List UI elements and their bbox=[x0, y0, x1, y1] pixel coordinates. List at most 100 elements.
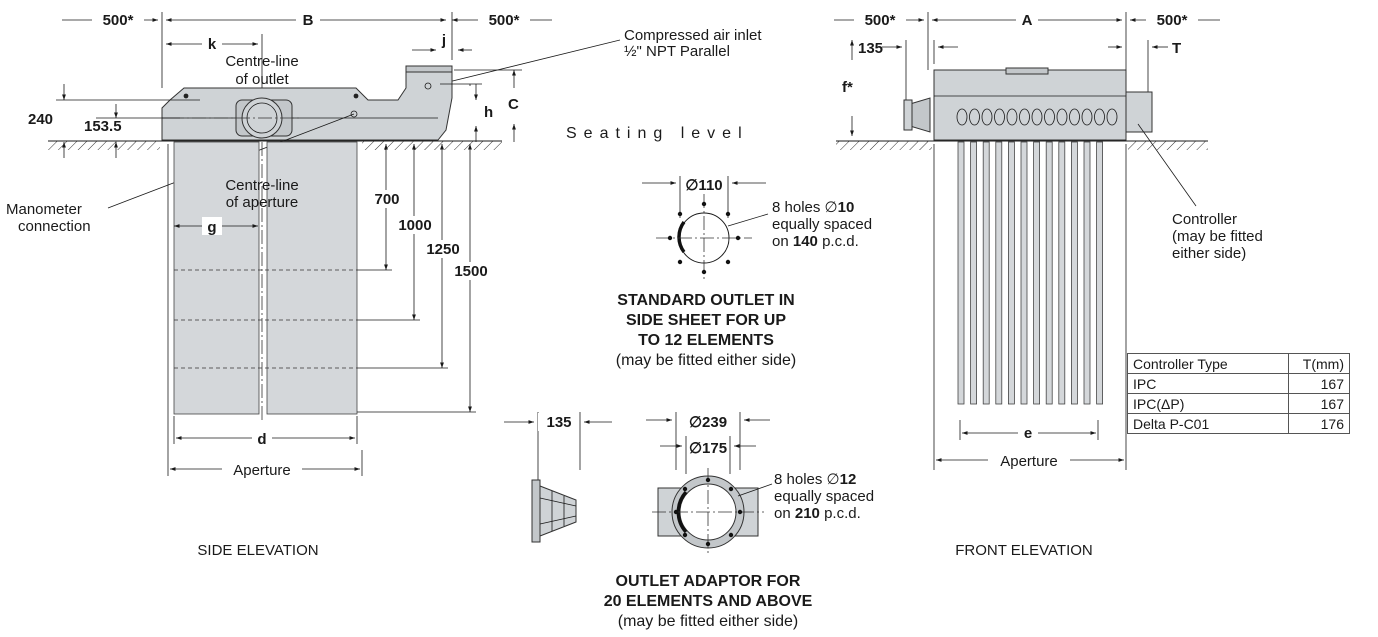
front-elevation-title: FRONT ELEVATION bbox=[955, 542, 1093, 559]
label-controller-1: Controller bbox=[1172, 211, 1237, 228]
dim-500-right: 500* bbox=[489, 12, 520, 29]
dim-dia-239: ∅239 bbox=[689, 414, 727, 431]
table-cell-t: 176 bbox=[1288, 413, 1350, 434]
dim-1500: 1500 bbox=[454, 263, 487, 280]
label-aperture-front: Aperture bbox=[1000, 453, 1058, 470]
heating-element-tube bbox=[1096, 141, 1103, 405]
side-elevation: 500* B 500* k Centre-line of outlet j Co… bbox=[6, 11, 762, 559]
table-cell-t: 167 bbox=[1288, 373, 1350, 394]
table-header-t: T(mm) bbox=[1288, 353, 1350, 374]
heating-element-tube bbox=[1083, 141, 1091, 405]
heating-element-tube bbox=[995, 141, 1003, 405]
adaptor-pcd-label: on 210 p.c.d. bbox=[774, 505, 861, 522]
heating-element-tube bbox=[1033, 141, 1040, 405]
table-row: Delta P-C01 176 bbox=[1127, 413, 1350, 434]
heating-element-tubes bbox=[957, 141, 1103, 405]
element-coil bbox=[1106, 108, 1118, 126]
table-cell-type: IPC(ΔP) bbox=[1127, 393, 1289, 414]
element-coil bbox=[969, 108, 980, 126]
standard-outlet: ∅110 8 holes ∅10 equally spaced on 140 p… bbox=[616, 176, 872, 369]
dim-k: k bbox=[208, 36, 217, 53]
adaptor-title-2: 20 ELEMENTS AND ABOVE bbox=[604, 593, 813, 610]
element-coil bbox=[1031, 108, 1043, 126]
dim-front-500-right: 500* bbox=[1157, 12, 1188, 29]
dim-153-5: 153.5 bbox=[84, 118, 122, 135]
table-cell-type: Delta P-C01 bbox=[1127, 413, 1289, 434]
table-cell-t: 167 bbox=[1288, 393, 1350, 414]
label-aperture-side: Aperture bbox=[233, 462, 291, 479]
element-coil bbox=[1081, 108, 1093, 126]
element-coil bbox=[1094, 108, 1105, 126]
controller-type-table: Controller Type T(mm) IPC 167 IPC(ΔP) 16… bbox=[1127, 353, 1350, 434]
element-coil bbox=[981, 108, 993, 126]
std-spacing-label: equally spaced bbox=[772, 216, 872, 233]
heating-element-tube bbox=[982, 141, 990, 405]
std-title-3: TO 12 ELEMENTS bbox=[638, 332, 774, 349]
table-row: IPC 167 bbox=[1127, 373, 1350, 394]
element-coil bbox=[1056, 108, 1068, 126]
dim-1250: 1250 bbox=[426, 241, 459, 258]
std-title-2: SIDE SHEET FOR UP bbox=[626, 312, 786, 329]
label-controller-3: either side) bbox=[1172, 245, 1246, 262]
label-centreline-outlet-1: Centre-line bbox=[225, 53, 298, 70]
label-centreline-aperture-1: Centre-line bbox=[225, 177, 298, 194]
dim-B: B bbox=[303, 12, 314, 29]
dim-j: j bbox=[441, 32, 446, 49]
dim-700: 700 bbox=[374, 191, 399, 208]
element-coil bbox=[1044, 108, 1055, 126]
dim-h: h bbox=[484, 104, 493, 121]
element-coil bbox=[1019, 108, 1030, 126]
element-coil bbox=[956, 108, 968, 126]
std-pcd-label: on 140 p.c.d. bbox=[772, 233, 859, 250]
adaptor-holes-label: 8 holes ∅12 bbox=[774, 471, 856, 488]
side-elevation-title: SIDE ELEVATION bbox=[197, 542, 318, 559]
dim-1000: 1000 bbox=[398, 217, 431, 234]
heating-element-tube bbox=[970, 141, 977, 405]
dim-g: g bbox=[207, 219, 216, 236]
adaptor-title-1: OUTLET ADAPTOR FOR bbox=[616, 573, 801, 590]
std-title-1: STANDARD OUTLET IN bbox=[617, 292, 794, 309]
dim-dia-110: ∅110 bbox=[685, 177, 722, 194]
std-note: (may be fitted either side) bbox=[616, 352, 797, 369]
adaptor-spacing-label: equally spaced bbox=[774, 488, 874, 505]
heating-element-tube bbox=[1045, 141, 1053, 405]
dim-front-500-left: 500* bbox=[865, 12, 896, 29]
dim-A: A bbox=[1022, 12, 1033, 29]
heating-element-tube bbox=[957, 141, 965, 405]
dim-e: e bbox=[1024, 425, 1032, 442]
element-coil bbox=[1069, 108, 1080, 126]
dim-240: 240 bbox=[28, 111, 53, 128]
dim-T: T bbox=[1172, 40, 1181, 57]
dim-adaptor-135: 135 bbox=[546, 414, 571, 431]
outlet-adaptor: 135 ∅239 ∅175 8 holes ∅12 equally bbox=[504, 412, 874, 630]
label-air-inlet-2: ½" NPT Parallel bbox=[624, 43, 730, 60]
front-elevation: 500* A 500* 135 T f* bbox=[834, 11, 1263, 559]
label-centreline-outlet-2: of outlet bbox=[235, 71, 289, 88]
table-cell-type: IPC bbox=[1127, 373, 1289, 394]
element-coil bbox=[1006, 108, 1018, 126]
dim-d: d bbox=[257, 431, 266, 448]
element-coil bbox=[994, 108, 1005, 126]
heating-element-tube bbox=[1071, 141, 1078, 405]
label-manometer-2: connection bbox=[18, 218, 91, 235]
label-air-inlet-1: Compressed air inlet bbox=[624, 27, 762, 44]
dim-500-left: 500* bbox=[103, 12, 134, 29]
label-controller-2: (may be fitted bbox=[1172, 228, 1263, 245]
label-manometer-1: Manometer bbox=[6, 201, 82, 218]
heating-element-tube bbox=[1008, 141, 1015, 405]
table-row: IPC(ΔP) 167 bbox=[1127, 393, 1350, 414]
heating-elements-coils bbox=[956, 108, 1118, 126]
dim-dia-175: ∅175 bbox=[689, 440, 727, 457]
dim-front-135: 135 bbox=[858, 40, 883, 57]
dim-f: f* bbox=[842, 79, 853, 96]
adaptor-note: (may be fitted either side) bbox=[618, 613, 799, 630]
table-header-type: Controller Type bbox=[1127, 353, 1289, 374]
table-header-row: Controller Type T(mm) bbox=[1127, 353, 1350, 374]
dim-C: C bbox=[508, 96, 519, 113]
heating-element-tube bbox=[1058, 141, 1066, 405]
label-seating-level: Seating level bbox=[566, 125, 749, 142]
heating-element-tube bbox=[1020, 141, 1028, 405]
label-centreline-aperture-2: of aperture bbox=[226, 194, 299, 211]
std-holes-label: 8 holes ∅10 bbox=[772, 199, 854, 216]
